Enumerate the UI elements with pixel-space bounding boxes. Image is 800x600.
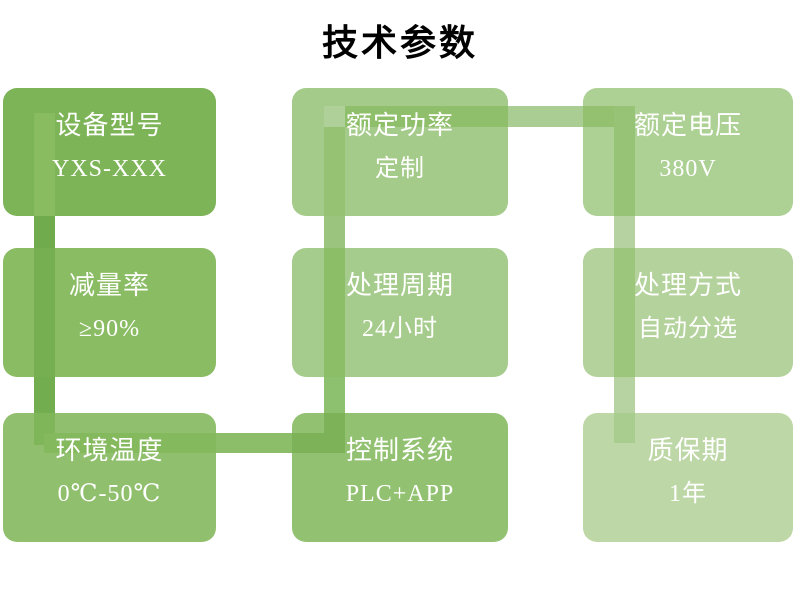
connector-col2-in-box2 [324, 127, 345, 216]
param-value: PLC+APP [345, 481, 455, 507]
param-label: 设备型号 [55, 111, 164, 140]
param-text-rated-voltage: 额定电压 380V [583, 88, 793, 216]
param-text-warranty: 质保期 1年 [583, 413, 793, 542]
param-label: 环境温度 [55, 436, 164, 465]
param-label: 处理周期 [345, 271, 454, 300]
connector-col1-in-box4 [34, 248, 55, 377]
connector-col3-gap-bottom [614, 377, 635, 413]
connector-col3-gap-top [614, 216, 635, 248]
param-value: YXS-XXX [52, 156, 167, 182]
param-text-device-model: 设备型号 YXS-XXX [3, 88, 216, 216]
connector-bottom-gap [216, 433, 292, 453]
connector-col1-in-box1 [34, 113, 55, 216]
connector-col1-gap-top [34, 216, 55, 248]
connector-top-gap [508, 106, 583, 127]
param-text-ambient-temperature: 环境温度 0℃-50℃ [3, 413, 216, 542]
param-value: 24小时 [362, 316, 438, 342]
connector-top-junction [324, 106, 345, 127]
param-value: 0℃-50℃ [57, 481, 162, 507]
connector-col2-in-box8 [324, 413, 345, 453]
param-text-processing-method: 处理方式 自动分选 [583, 248, 793, 377]
param-text-reduction-rate: 减量率 ≥90% [3, 248, 216, 377]
param-text-rated-power: 额定功率 定制 [292, 88, 508, 216]
connector-col3-in-box9 [614, 413, 635, 443]
connector-col1-gap-bottom [34, 377, 55, 413]
connector-col2-in-box5 [324, 248, 345, 377]
param-label: 额定功率 [345, 111, 454, 140]
page-title: 技术参数 [321, 22, 478, 63]
connector-col2-gap-top [324, 216, 345, 248]
connector-bottom-in-box7 [44, 433, 216, 453]
param-label: 控制系统 [345, 436, 454, 465]
param-value: ≥90% [78, 316, 141, 342]
connector-col3-in-box3 [614, 106, 635, 216]
param-label: 质保期 [647, 436, 729, 465]
param-label: 处理方式 [633, 271, 742, 300]
connector-col3-in-box6 [614, 248, 635, 377]
param-label: 减量率 [68, 271, 150, 300]
param-text-processing-cycle: 处理周期 24小时 [292, 248, 508, 377]
param-value: 定制 [375, 156, 425, 182]
param-value: 1年 [669, 481, 707, 507]
param-value: 自动分选 [638, 316, 738, 342]
connector-bottom-in-box8 [292, 433, 324, 453]
connector-top-in-box3 [583, 106, 614, 127]
connector-top-in-box2 [345, 106, 508, 127]
param-value: 380V [659, 156, 717, 182]
param-text-control-system: 控制系统 PLC+APP [292, 413, 508, 542]
connector-col2-gap-bottom [324, 377, 345, 413]
param-label: 额定电压 [633, 111, 742, 140]
